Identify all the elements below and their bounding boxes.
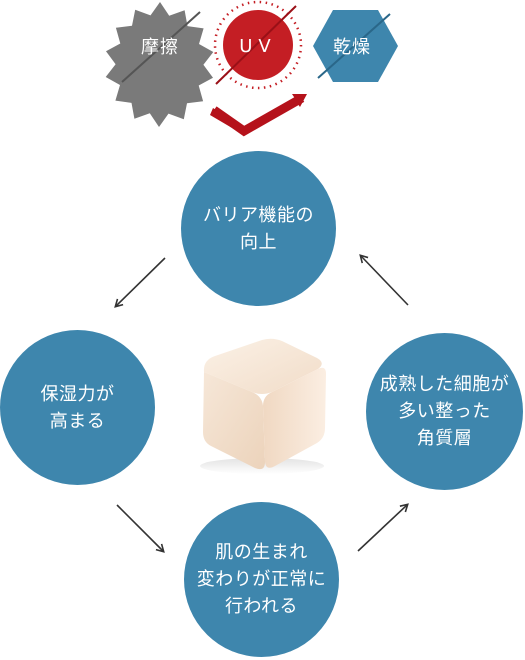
mature-cells-circle: 成熟した細胞が 多い整った 角質層 — [366, 333, 523, 490]
cycle-arrow-icon — [116, 504, 165, 553]
cycle-arrow-icon — [359, 254, 409, 306]
uv-label: UV — [239, 35, 277, 57]
circle-text-line: 成熟した細胞が — [379, 374, 510, 395]
circle-text-line: 多い整った — [398, 401, 491, 422]
circle-text-line: 角質層 — [416, 428, 473, 449]
circle-text-line: バリア機能の — [203, 204, 314, 226]
check-mark-stroke — [211, 94, 305, 137]
circle-text-line: 高まる — [49, 410, 106, 432]
barrier-function-circle: バリア機能の 向上 — [181, 151, 336, 306]
skin-turnover-circle: 肌の生まれ 変わりが正常に 行われる — [184, 502, 339, 657]
uv-sun-icon — [213, 0, 303, 90]
circle-text-line: 変わりが正常に — [196, 569, 327, 590]
circle-text-line: 向上 — [240, 231, 277, 253]
circle-text-line: 保湿力が — [40, 383, 115, 405]
skin-cube-image — [200, 338, 326, 474]
moisture-circle: 保湿力が 高まる — [0, 330, 155, 485]
dryness-hexagon-icon — [313, 10, 398, 82]
cycle-arrow-icon — [357, 503, 409, 552]
circle-text-line: 肌の生まれ — [215, 542, 308, 563]
cycle-arrow-icon — [114, 257, 166, 308]
friction-label: 摩擦 — [141, 37, 179, 58]
dryness-label: 乾燥 — [333, 37, 371, 58]
friction-burst-icon — [105, 2, 214, 127]
circle-text-line: 行われる — [224, 596, 299, 617]
